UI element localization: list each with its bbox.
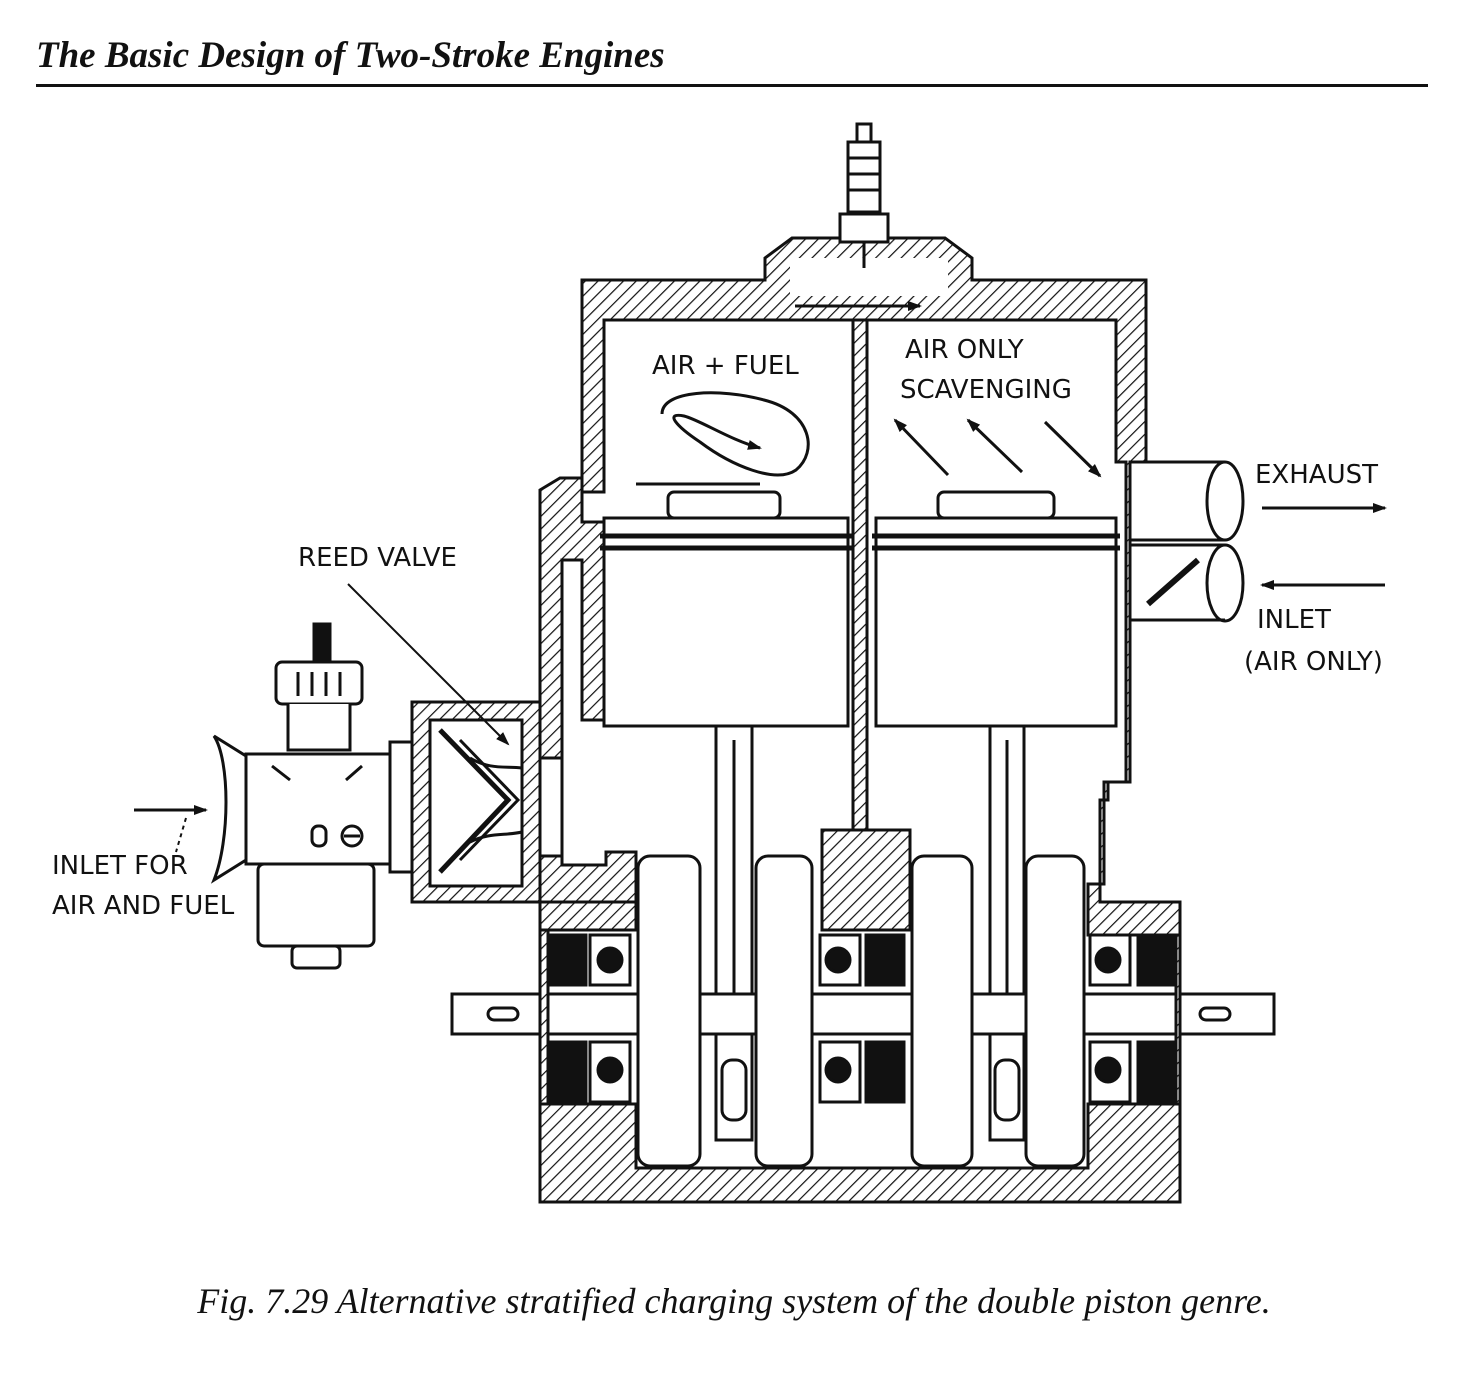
reed-valve-leader [347, 583, 510, 746]
left-connecting-rod [714, 726, 754, 1142]
label-air-only: AIR ONLY [905, 335, 1024, 365]
crank-webs [636, 854, 1086, 1168]
label-air-fuel: AIR + FUEL [652, 351, 799, 381]
right-connecting-rod [988, 726, 1026, 1142]
label-reed-valve: REED VALVE [298, 543, 457, 573]
right-piston [872, 490, 1120, 728]
label-inlet-air-only-2: (AIR ONLY) [1244, 647, 1383, 677]
reed-valve-box [410, 700, 564, 904]
header-rule [36, 84, 1428, 87]
spark-plug [838, 122, 890, 268]
crankshaft [450, 992, 1276, 1036]
crankcase [538, 900, 1182, 1204]
label-inlet-air-only-1: INLET [1257, 605, 1331, 635]
exhaust-pipe [1130, 460, 1245, 542]
label-scavenging: SCAVENGING [900, 375, 1072, 405]
label-exhaust: EXHAUST [1255, 460, 1378, 490]
page-header-title: The Basic Design of Two-Stroke Engines [36, 35, 665, 76]
carburettor [210, 622, 414, 970]
air-fuel-swirl [660, 391, 810, 477]
center-bearing-block [820, 828, 912, 932]
scavenging-arrows [893, 418, 1102, 478]
label-inlet-air-fuel-1: INLET FOR [52, 851, 188, 881]
inlet-air-only-pipe [1130, 543, 1245, 623]
center-divider-wall [851, 318, 869, 832]
label-inlet-air-fuel-2: AIR AND FUEL [52, 891, 235, 921]
right-shaft-keyway [1198, 1006, 1232, 1022]
cylinder-casing [538, 236, 1182, 937]
figure-caption: Fig. 7.29 Alternative stratified chargin… [197, 1281, 1271, 1321]
left-shaft-keyway [486, 1006, 520, 1022]
inlet-air-fuel-leader [175, 817, 187, 853]
left-piston [600, 490, 852, 728]
